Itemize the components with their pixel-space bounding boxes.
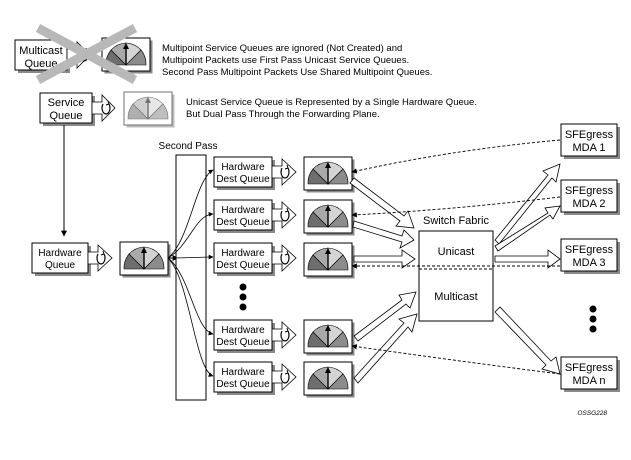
second-pass-bar — [175, 154, 207, 401]
second-pass-label: Second Pass — [159, 141, 218, 152]
ellipsis-dots-left — [239, 283, 247, 311]
mda-1: SFEgress MDA 1 — [560, 123, 620, 159]
dest-queue-label-2: Dest Queue — [216, 337, 270, 348]
dest-queue-label-1: Hardware — [221, 205, 265, 216]
mda-label-1: SFEgress — [565, 185, 614, 197]
multicast-queue-label-1: Multicast — [19, 45, 62, 57]
figure-id: OSSG228 — [577, 410, 607, 417]
mda-label-2: MDA n — [572, 375, 605, 387]
mda-label-2: MDA 3 — [572, 257, 605, 269]
mda-n: SFEgress MDA n — [560, 356, 620, 392]
dest-queue-label-2: Dest Queue — [216, 174, 270, 185]
gauge-icon — [303, 156, 356, 194]
fabric-egress-arrows — [494, 163, 561, 375]
multicast-note-line-1: Multipoint Service Queues are ignored (N… — [162, 43, 402, 54]
service-note-line-2: But Dual Pass Through the Forwarding Pla… — [186, 109, 380, 120]
dest-queue-label-2: Dest Queue — [216, 260, 270, 271]
service-note-line-1: Unicast Service Queue is Represented by … — [186, 97, 477, 108]
hardware-queue-label-1: Hardware — [38, 248, 82, 259]
hardware-queue: Hardware Queue — [31, 241, 172, 279]
multicast-queue-label-2: Queue — [24, 58, 57, 70]
fabric-ingress-arrows — [349, 177, 418, 384]
backpressure-arrows — [351, 139, 561, 375]
dest-queue-label-1: Hardware — [221, 248, 265, 259]
dest-queue-1: Hardware Dest Queue — [213, 156, 356, 194]
dest-queue-5: Hardware Dest Queue — [213, 361, 356, 399]
multicast-note-line-2: Multipoint Packets use First Pass Unicas… — [162, 55, 409, 66]
mda-label-1: SFEgress — [565, 362, 614, 374]
service-queue-label-2: Queue — [49, 110, 82, 122]
unicast-label: Unicast — [438, 246, 475, 258]
mda-label-2: MDA 1 — [572, 142, 605, 154]
mda-label-1: SFEgress — [565, 129, 614, 141]
mda-2: SFEgress MDA 2 — [560, 179, 620, 215]
gauge-icon — [303, 319, 356, 357]
dest-queue-label-1: Hardware — [221, 325, 265, 336]
multicast-queue-legend: Multicast Queue — [14, 24, 154, 84]
gauge-icon — [303, 361, 356, 399]
gauge-icon — [123, 91, 176, 129]
mda-label-1: SFEgress — [565, 244, 614, 256]
ellipsis-dots-right — [589, 305, 597, 333]
service-queue-legend: Service Queue — [39, 91, 176, 129]
gauge-icon — [303, 242, 356, 280]
dest-queue-label-1: Hardware — [221, 367, 265, 378]
hardware-queue-label-2: Queue — [45, 260, 75, 271]
fan-out-lines — [167, 169, 214, 377]
multicast-note-line-3: Second Pass Multipoint Packets Use Share… — [162, 67, 432, 78]
service-queue-label-1: Service — [48, 97, 85, 109]
dest-queue-3: Hardware Dest Queue — [213, 242, 356, 280]
dest-queue-2: Hardware Dest Queue — [213, 199, 356, 237]
dest-queue-label-1: Hardware — [221, 162, 265, 173]
gauge-icon — [119, 241, 172, 279]
mda-3: SFEgress MDA 3 — [560, 238, 620, 274]
switch-fabric-label: Switch Fabric — [423, 215, 490, 227]
dest-queue-label-2: Dest Queue — [216, 217, 270, 228]
dest-queue-4: Hardware Dest Queue — [213, 319, 356, 357]
switch-fabric: Unicast Multicast — [418, 230, 494, 322]
gauge-icon — [303, 199, 356, 237]
multicast-label: Multicast — [434, 291, 477, 303]
dest-queue-label-2: Dest Queue — [216, 379, 270, 390]
mda-label-2: MDA 2 — [572, 198, 605, 210]
